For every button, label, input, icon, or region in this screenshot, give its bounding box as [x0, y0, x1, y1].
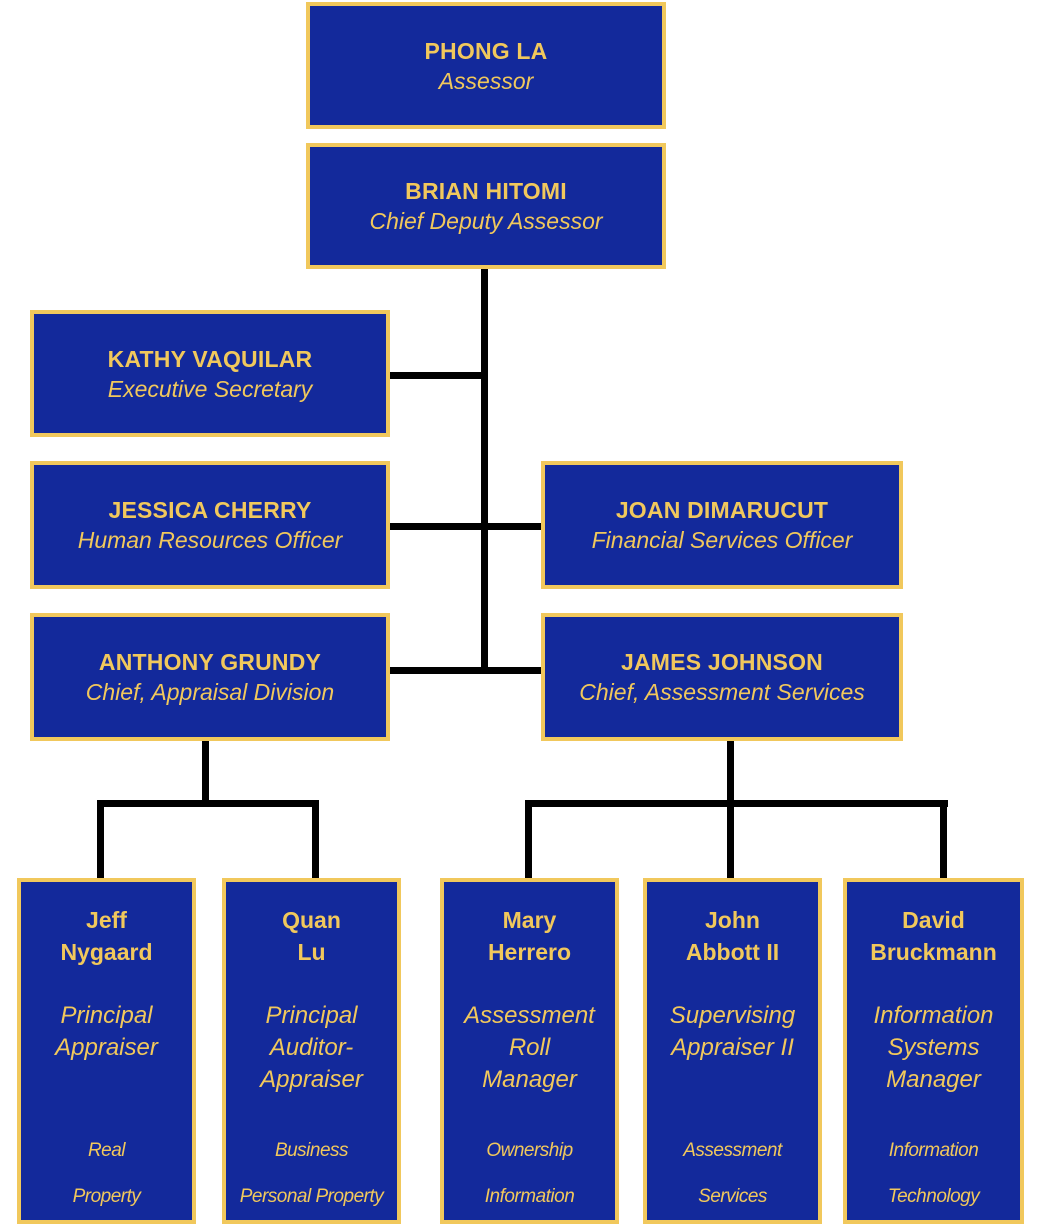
hr-officer-box: JESSICA CHERRY Human Resources Officer	[30, 461, 390, 589]
appraisal-bus-connector	[97, 800, 319, 807]
chief-deputy-name: BRIAN HITOMI	[405, 178, 567, 204]
finance-officer-title: Financial Services Officer	[591, 527, 853, 553]
appraisal-drop-connector	[202, 738, 209, 804]
spine-connector	[481, 266, 488, 674]
hr-officer-name: JESSICA CHERRY	[108, 497, 312, 523]
assessment-drop-connector	[727, 738, 734, 804]
assessment-chief-title: Chief, Assessment Services	[579, 679, 865, 705]
quan-drop-connector	[312, 800, 319, 882]
staff-division-line1: Information	[888, 1140, 979, 1161]
mary-drop-connector	[525, 800, 532, 882]
division-chiefs-connector	[388, 667, 545, 674]
appraisal-chief-name: ANTHONY GRUNDY	[98, 649, 322, 675]
jeff-drop-connector	[97, 800, 104, 882]
david-drop-connector	[940, 800, 947, 882]
staff-division-line1: Business	[274, 1140, 349, 1161]
exec-secretary-title: Executive Secretary	[107, 375, 313, 402]
finance-officer-box: JOAN DIMARUCUT Financial Services Office…	[541, 461, 903, 589]
finance-officer-name: JOAN DIMARUCUT	[615, 497, 829, 523]
appraisal-chief-box: ANTHONY GRUNDY Chief, Appraisal Division	[30, 613, 390, 741]
hr-officer-title: Human Resources Officer	[77, 527, 343, 553]
appraisal-chief-title: Chief, Appraisal Division	[85, 679, 335, 705]
john-drop-connector	[727, 800, 734, 882]
staff-division-line2: Information	[484, 1186, 575, 1207]
assessment-chief-box: JAMES JOHNSON Chief, Assessment Services	[541, 613, 903, 741]
assessor-title: Assessor	[438, 67, 534, 94]
exec-secretary-connector	[388, 372, 484, 379]
assessor-name: PHONG LA	[424, 37, 548, 64]
assessment-bus-connector	[525, 800, 948, 807]
exec-secretary-name: KATHY VAQUILAR	[107, 345, 313, 372]
chief-deputy-box: BRIAN HITOMI Chief Deputy Assessor	[306, 143, 666, 269]
assessor-box: PHONG LA Assessor	[306, 2, 666, 129]
staff-division-line1: Real	[87, 1140, 126, 1161]
staff-division-line2: Services	[698, 1186, 767, 1207]
assessment-chief-name: JAMES JOHNSON	[621, 649, 823, 675]
staff-division-line2: Personal Property	[239, 1186, 384, 1207]
staff-division-line2: Property	[72, 1186, 141, 1207]
exec-secretary-box: KATHY VAQUILAR Executive Secretary	[30, 310, 390, 437]
hr-finance-connector	[388, 523, 545, 530]
chief-deputy-title: Chief Deputy Assessor	[369, 208, 603, 234]
staff-division-line1: Ownership	[486, 1140, 573, 1161]
staff-division-line1: Assessment	[683, 1140, 782, 1161]
staff-division-line2: Technology	[887, 1186, 980, 1207]
